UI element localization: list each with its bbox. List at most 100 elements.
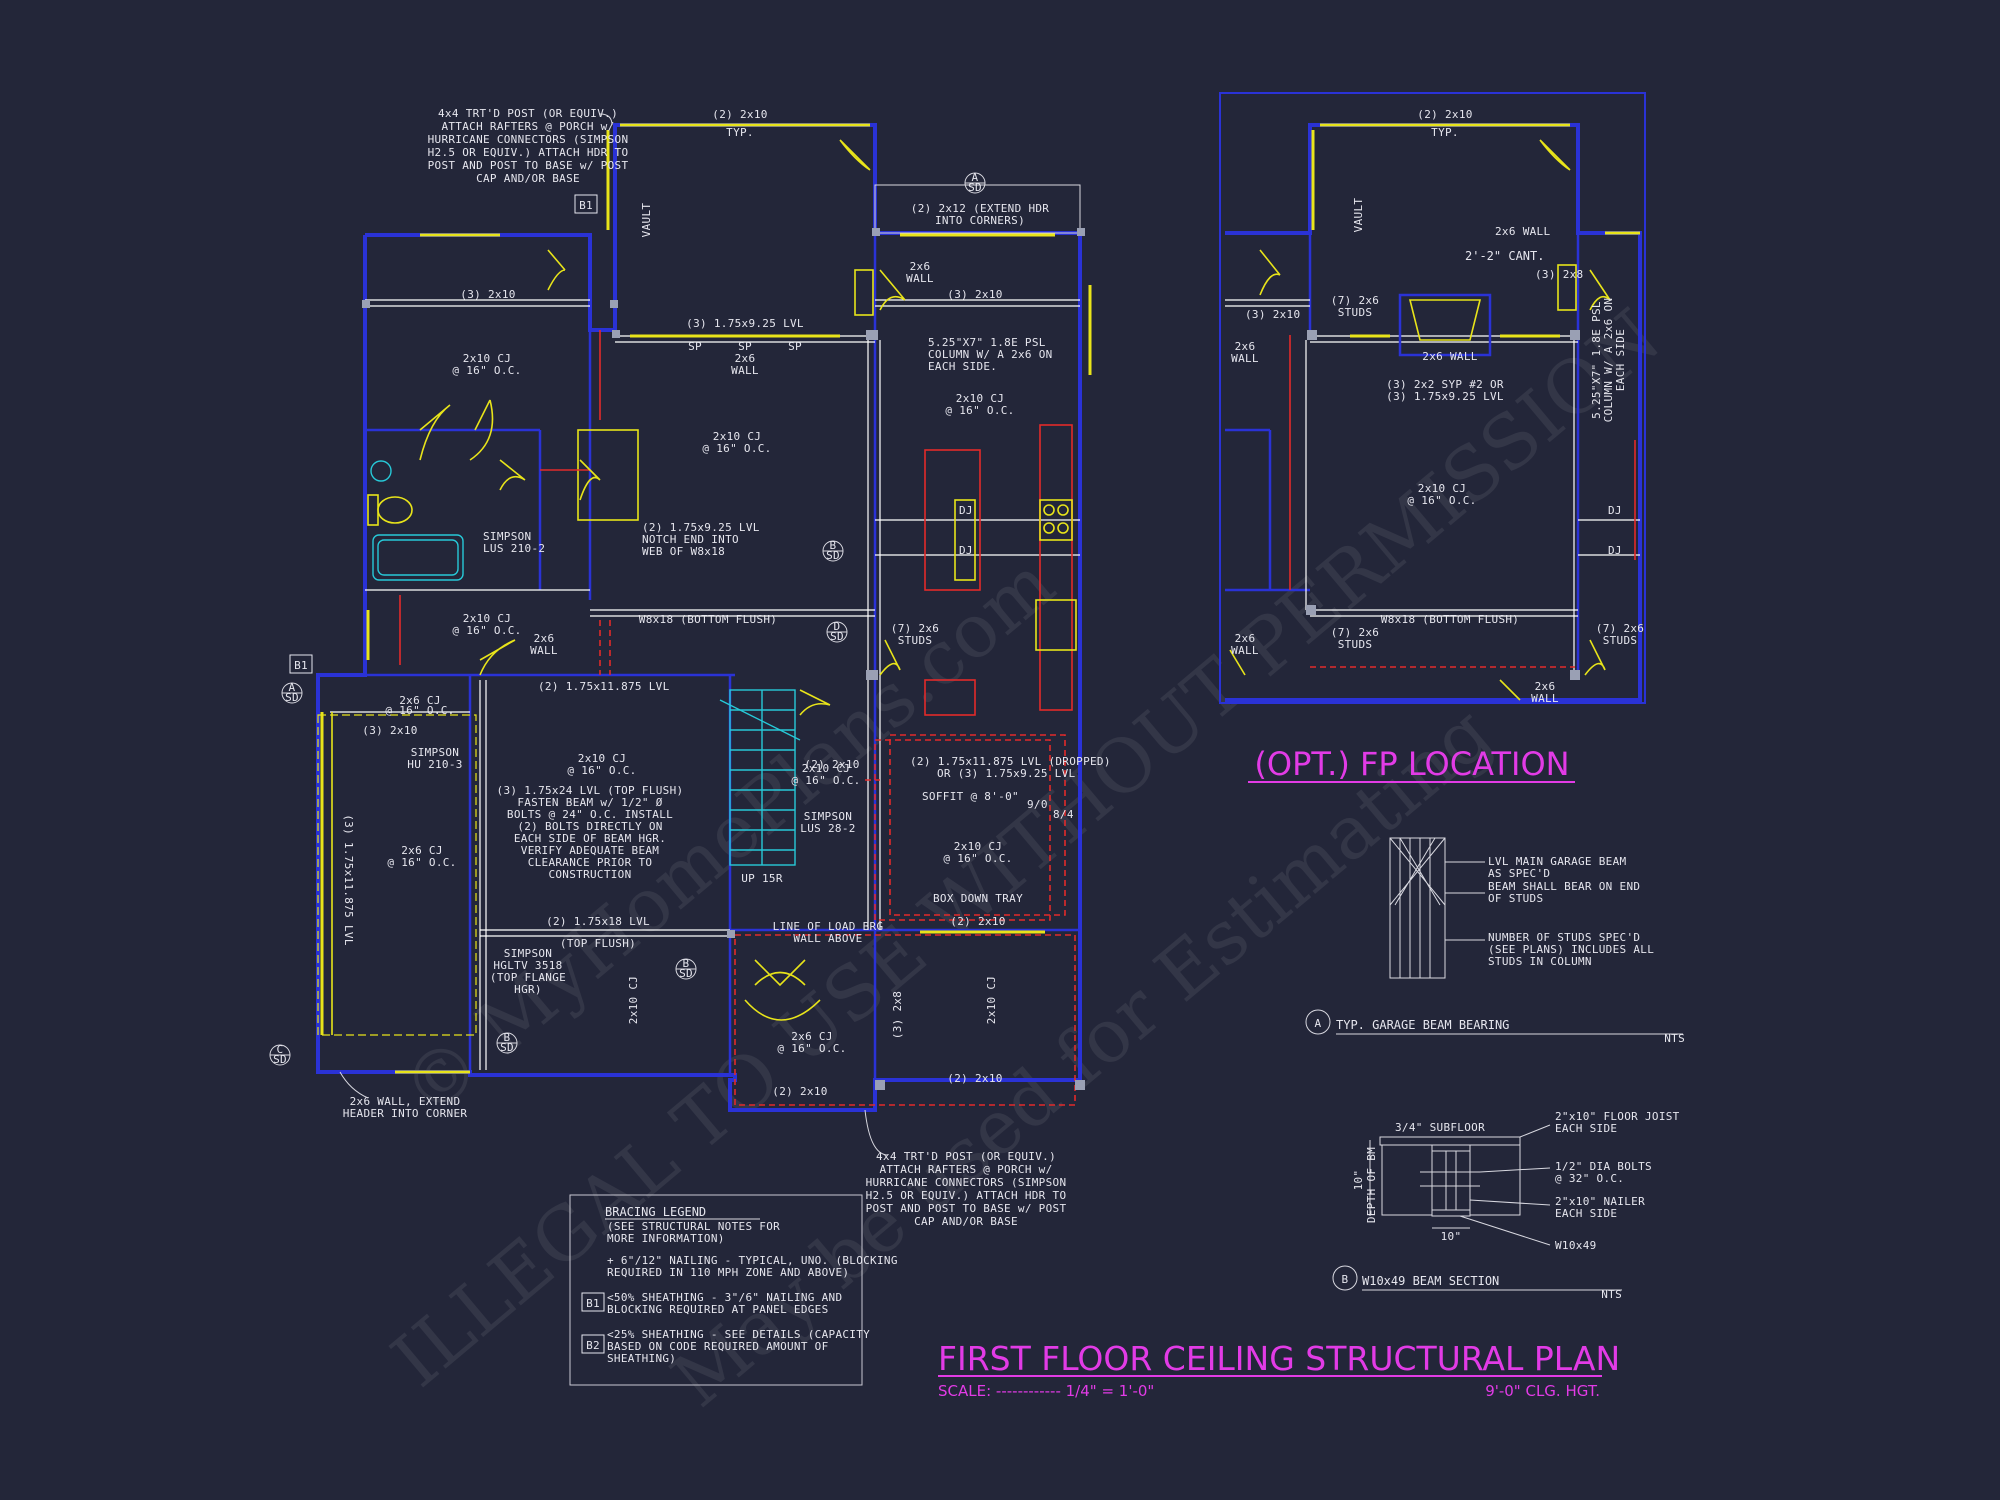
sink-bath <box>370 460 392 482</box>
label-lvl18: (2) 1.75x18 LVL <box>546 915 650 928</box>
toilet <box>377 496 413 524</box>
label-box-tray: BOX DOWN TRAY <box>933 892 1023 905</box>
svg-text:BASED ON CODE REQUIRED AMOUNT: BASED ON CODE REQUIRED AMOUNT OF <box>607 1340 829 1353</box>
svg-text:A: A <box>972 171 979 184</box>
note-simpson-hgltv: SIMPSON HGLTV 3518 (TOP FLANGE HGR) <box>490 947 566 996</box>
svg-text:(2) 2x10: (2) 2x10 <box>1417 108 1472 121</box>
svg-text:10": 10" <box>1352 1170 1365 1191</box>
svg-text:(3) 1.75x24 LVL (TOP FLUSH): (3) 1.75x24 LVL (TOP FLUSH) <box>497 784 684 797</box>
legend-box <box>569 1194 863 1386</box>
svg-text:STUDS: STUDS <box>1603 634 1638 647</box>
vault-label: VAULT <box>640 203 653 238</box>
svg-text:H2.5 OR EQUIV.) ATTACH HDR TO: H2.5 OR EQUIV.) ATTACH HDR TO <box>428 146 629 159</box>
svg-text:2x6 CJ: 2x6 CJ <box>401 844 443 857</box>
detail-b-subfloor: 3/4" SUBFLOOR <box>1395 1121 1485 1134</box>
svg-text:(7) 2x6: (7) 2x6 <box>891 622 939 635</box>
svg-text:2x6: 2x6 <box>735 352 756 365</box>
svg-text:WALL: WALL <box>731 364 759 377</box>
note-post-top: 4x4 TRT'D POST (OR EQUIV.) ATTACH RAFTER… <box>428 107 629 185</box>
svg-text:(TOP FLANGE: (TOP FLANGE <box>490 971 566 984</box>
svg-text:A: A <box>1315 1017 1322 1030</box>
svg-text:SD: SD <box>273 1053 287 1066</box>
detail-a-title: TYP. GARAGE BEAM BEARING <box>1336 1018 1509 1032</box>
svg-text:(7) 2x6: (7) 2x6 <box>1331 294 1379 307</box>
svg-text:B: B <box>1342 1273 1349 1286</box>
note-wall-extend: 2x6 WALL, EXTEND HEADER INTO CORNER <box>343 1095 467 1120</box>
svg-text:2x6 WALL: 2x6 WALL <box>1495 225 1550 238</box>
legend-b2-tag <box>581 1334 605 1354</box>
svg-text:@ 16" O.C.: @ 16" O.C. <box>777 1042 846 1055</box>
svg-text:WALL: WALL <box>1231 644 1259 657</box>
svg-text:HGLTV 3518: HGLTV 3518 <box>493 959 562 972</box>
note-load-brg: LINE OF LOAD BRG <box>773 920 884 933</box>
svg-text:OR (3) 1.75x9.25 LVL: OR (3) 1.75x9.25 LVL <box>937 767 1076 780</box>
svg-text:B: B <box>504 1031 511 1044</box>
svg-text:2x6: 2x6 <box>1235 340 1256 353</box>
svg-text:(3) 2x10: (3) 2x10 <box>1245 308 1300 321</box>
svg-text:SIMPSON: SIMPSON <box>504 947 552 960</box>
svg-text:(3) 2x10: (3) 2x10 <box>460 288 515 301</box>
svg-text:SHEATHING): SHEATHING) <box>607 1352 676 1365</box>
svg-text:SP: SP <box>738 340 752 353</box>
svg-text:LVL MAIN GARAGE BEAM: LVL MAIN GARAGE BEAM <box>1488 855 1627 868</box>
svg-text:FASTEN BEAM w/ 1/2" Ø: FASTEN BEAM w/ 1/2" Ø <box>517 796 662 809</box>
note-psl: 5.25"X7" 1.8E PSL COLUMN W/ A 2x6 ON EAC… <box>928 336 1052 373</box>
svg-text:2x10 CJ: 2x10 CJ <box>985 976 998 1024</box>
svg-text:B2: B2 <box>586 1339 600 1352</box>
svg-text:2"x10" NAILER: 2"x10" NAILER <box>1555 1195 1645 1208</box>
svg-text:4x4 TRT'D POST (OR EQUIV.): 4x4 TRT'D POST (OR EQUIV.) <box>876 1150 1056 1163</box>
opt-fp-title: (OPT.) FP LOCATION <box>1254 745 1569 783</box>
svg-text:WALL ABOVE: WALL ABOVE <box>793 932 862 945</box>
svg-text:@ 16" O.C.: @ 16" O.C. <box>567 764 636 777</box>
note-psl-opt: 5.25"X7" 1.8E PSL COLUMN W/ A 2x6 ON EAC… <box>1590 298 1627 423</box>
svg-text:+ 6"/12" NAILING - TYPICAL, UN: + 6"/12" NAILING - TYPICAL, UNO. (BLOCKI… <box>607 1254 898 1267</box>
svg-text:@ 16" O.C.: @ 16" O.C. <box>387 856 456 869</box>
svg-text:B1: B1 <box>294 659 308 672</box>
svg-text:EACH SIDE: EACH SIDE <box>1614 329 1627 391</box>
svg-text:BLOCKING REQUIRED AT PANEL EDG: BLOCKING REQUIRED AT PANEL EDGES <box>607 1303 829 1316</box>
note-extend-hdr: (2) 2x12 (EXTEND HDR <box>911 202 1050 215</box>
label-lvl-11875: (2) 1.75x11.875 LVL <box>538 680 670 693</box>
svg-text:B1: B1 <box>586 1297 600 1310</box>
label-up15r: UP 15R <box>741 872 783 885</box>
svg-text:WALL: WALL <box>906 272 934 285</box>
posts <box>362 228 1085 1090</box>
svg-text:OF STUDS: OF STUDS <box>1488 892 1543 905</box>
svg-text:2x6: 2x6 <box>534 632 555 645</box>
svg-text:STUDS: STUDS <box>1338 638 1373 651</box>
svg-text:SD: SD <box>826 549 840 562</box>
detail-b-tag <box>1332 1265 1358 1291</box>
svg-text:(2) 2x10: (2) 2x10 <box>772 1085 827 1098</box>
svg-text:MORE INFORMATION): MORE INFORMATION) <box>607 1232 725 1245</box>
svg-text:<50% SHEATHING - 3"/6" NAILING: <50% SHEATHING - 3"/6" NAILING AND <box>607 1291 842 1304</box>
svg-text:HU 210-3: HU 210-3 <box>407 758 462 771</box>
svg-text:2x10 CJ: 2x10 CJ <box>463 612 511 625</box>
plan-scale: SCALE: ------------ 1/4" = 1'-0" <box>938 1382 1154 1400</box>
svg-text:STUDS: STUDS <box>1338 306 1373 319</box>
b1-tag-top <box>574 194 598 214</box>
kitchen-counter <box>1039 424 1073 711</box>
svg-text:HURRICANE CONNECTORS (SIMPSON: HURRICANE CONNECTORS (SIMPSON <box>428 133 629 146</box>
label-cant: 2'-2" CANT. <box>1465 249 1544 263</box>
note-flush-beam: (3) 1.75x24 LVL (TOP FLUSH) FASTEN BEAM … <box>497 784 684 881</box>
svg-text:(2) 1.75x11.875 LVL (DROPPED): (2) 1.75x11.875 LVL (DROPPED) <box>910 755 1111 768</box>
svg-text:COLUMN W/ A 2x6 ON: COLUMN W/ A 2x6 ON <box>1602 298 1615 423</box>
note-simpson-lus: SIMPSON <box>483 530 531 543</box>
svg-text:BEAM SHALL BEAR ON END: BEAM SHALL BEAR ON END <box>1488 880 1640 893</box>
porch-outline <box>734 934 1076 1106</box>
svg-text:B1: B1 <box>579 199 593 212</box>
svg-text:2"x10" FLOOR JOIST: 2"x10" FLOOR JOIST <box>1555 1110 1680 1123</box>
svg-text:H2.5 OR EQUIV.) ATTACH HDR TO: H2.5 OR EQUIV.) ATTACH HDR TO <box>866 1189 1067 1202</box>
section-tags: A SD C SD B SD D SD A SD B SD B SD <box>269 171 986 1066</box>
svg-text:POST AND POST TO BASE w/ POST: POST AND POST TO BASE w/ POST <box>428 159 629 172</box>
svg-text:BOLTS @ 24" O.C. INSTALL: BOLTS @ 24" O.C. INSTALL <box>507 808 673 821</box>
svg-text:NUMBER OF STUDS SPEC'D: NUMBER OF STUDS SPEC'D <box>1488 931 1640 944</box>
svg-text:SD: SD <box>830 630 844 643</box>
ceiling-height: 9'-0" CLG. HGT. <box>1485 1382 1600 1400</box>
svg-text:SP: SP <box>688 340 702 353</box>
svg-text:TYP.: TYP. <box>1431 126 1459 139</box>
bump-out <box>874 184 1081 234</box>
svg-text:SD: SD <box>968 181 982 194</box>
svg-text:WALL: WALL <box>1531 692 1559 705</box>
